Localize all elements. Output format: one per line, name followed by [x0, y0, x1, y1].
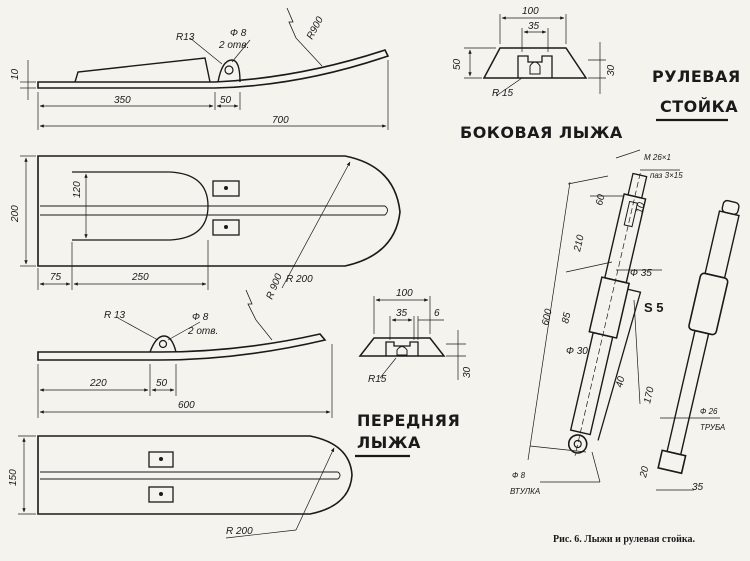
post-thread-label: М 26×1: [644, 153, 671, 162]
side-section-d35-label: 35: [528, 21, 540, 32]
front-ski-d150-label: 150: [8, 469, 19, 486]
front-ski-title-line2: ЛЫЖА: [357, 433, 421, 452]
side-ski-d10-label: 10: [10, 68, 21, 80]
post-d60-label: 60: [594, 193, 607, 207]
side-section-d100-label: 100: [522, 6, 539, 17]
front-section-d30-label: 30: [462, 366, 473, 378]
front-ski-profile-view: R 13 Ф 8 2 отв. R 900 220 50 600: [37, 272, 333, 418]
front-ski-title: ПЕРЕДНЯЯ ЛЫЖА: [355, 411, 460, 458]
front-ski-cross-section: 100 35 6 30 R15: [358, 288, 473, 385]
steering-post-title: РУЛЕВАЯ СТОЙКА: [652, 67, 741, 122]
post-bushing-label: ВТУЛКА: [510, 487, 540, 496]
post-slot-label: паз 3×15: [650, 171, 683, 180]
post-d170-label: 170: [642, 386, 657, 405]
post-phi8-label: Ф 8: [512, 471, 526, 480]
front-ski-r900-label: R 900: [265, 272, 285, 301]
front-ski-d600-label: 600: [178, 400, 195, 411]
side-ski-d700-label: 700: [272, 115, 289, 126]
post-d20-label: 20: [638, 465, 652, 480]
side-ski-r13-label: R13: [176, 32, 195, 43]
side-ski-d50-label: 50: [220, 95, 232, 106]
post-tube-label: ТРУБА: [700, 423, 725, 432]
post-d210-label: 210: [572, 234, 587, 254]
side-ski-phi8-label: Ф 8: [230, 28, 247, 39]
side-ski-cross-section: 100 35 50 30 R 15: [452, 6, 617, 99]
side-ski-plan-view: 200 120 75 250 R 200: [10, 155, 401, 290]
post-phi30-label: Ф 30: [566, 346, 588, 357]
side-section-r15-label: R 15: [492, 88, 514, 99]
side-ski-d75-label: 75: [50, 272, 62, 283]
post-phi26-label: Ф 26: [700, 407, 718, 416]
front-ski-title-line1: ПЕРЕДНЯЯ: [357, 411, 460, 430]
side-section-d30-label: 30: [606, 64, 617, 76]
side-ski-d200-label: 200: [10, 205, 21, 223]
steering-post-title-line1: РУЛЕВАЯ: [652, 67, 741, 86]
side-ski-d350-label: 350: [114, 95, 131, 106]
front-ski-plan-view: 150 R 200: [8, 435, 353, 539]
side-ski-r900-label: R900: [305, 15, 326, 42]
steering-post-assembly: М 26×1 паз 3×15 60 10 210 Ф 35 600 85 S …: [510, 149, 740, 496]
steering-post-title-line2: СТОЙКА: [660, 97, 738, 116]
side-ski-r200-label: R 200: [286, 274, 313, 285]
front-section-d35-label: 35: [396, 308, 408, 319]
front-ski-holes-label: 2 отв.: [187, 326, 218, 337]
side-ski-title: БОКОВАЯ ЛЫЖА: [460, 123, 623, 142]
side-ski-holes-label: 2 отв.: [218, 40, 249, 51]
post-d600-label: 600: [540, 308, 555, 327]
side-ski-d250-label: 250: [131, 272, 149, 283]
front-section-d6-label: 6: [434, 308, 440, 319]
front-ski-d220-label: 220: [89, 378, 107, 389]
figure-caption: Рис. 6. Лыжи и рулевая стойка.: [553, 534, 695, 545]
post-s5-label: S 5: [644, 300, 664, 315]
front-ski-d50-label: 50: [156, 378, 168, 389]
front-ski-r13-label: R 13: [104, 310, 126, 321]
post-phi35-label: Ф 35: [630, 268, 652, 279]
front-section-d100-label: 100: [396, 288, 413, 299]
post-d10-label: 10: [634, 201, 647, 215]
front-ski-r200-label: R 200: [226, 526, 253, 537]
post-d35-label: 35: [692, 482, 704, 493]
side-section-d50-label: 50: [452, 58, 463, 70]
post-d40-label: 40: [614, 375, 627, 389]
steering-post-section: [567, 172, 648, 456]
front-ski-phi8-label: Ф 8: [192, 312, 209, 323]
side-ski-d120-label: 120: [72, 181, 83, 198]
side-ski-profile-view: R13 Ф 8 2 отв. R900 10 350 50 700: [10, 7, 390, 130]
post-d85-label: 85: [560, 311, 573, 325]
steering-post-outer-view: [657, 199, 740, 475]
front-section-r15-label: R15: [368, 374, 387, 385]
